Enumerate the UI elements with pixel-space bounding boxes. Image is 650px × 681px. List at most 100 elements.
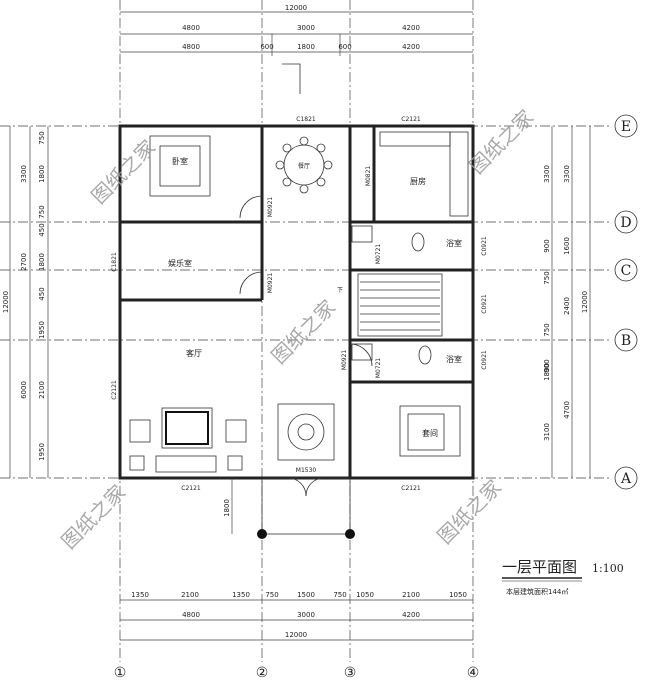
axis-bubble-D: D	[620, 215, 631, 231]
dim-left-r2-3: 6000	[20, 381, 28, 399]
dim-left-r1-5: 1800	[38, 253, 46, 271]
dim-bot-r1-3: 1350	[232, 591, 250, 599]
dim-top-r3-3: 1800	[297, 43, 315, 51]
dim-bot-r2-3: 4200	[402, 611, 420, 619]
axis-bubble-1: ①	[114, 665, 127, 681]
dim-right-r1-2: 900	[543, 239, 551, 252]
axis-bubble-C: C	[621, 263, 632, 279]
dim-top-r2-1: 4800	[182, 24, 200, 32]
dim-left-r1-4: 450	[38, 223, 46, 236]
watermark-4: 图纸之家	[57, 480, 131, 554]
opening-tags: C1821 C2121 C1821 C2121 C2121 C2121 M092…	[111, 116, 488, 492]
tag-c2121-bottom-right: C2121	[401, 485, 421, 492]
dim-right-r1-5: 750	[543, 323, 551, 336]
tag-c0921-a: C0921	[481, 236, 488, 256]
door-swing-bedroom	[239, 195, 263, 219]
dim-left-r2-2: 2700	[20, 253, 28, 271]
tag-m0921-c: M0921	[341, 350, 348, 371]
dim-right-r2-2: 1600	[563, 237, 571, 255]
top-dimensions: 12000 4800 3000 4200 4800 600 1800 600 4…	[120, 4, 473, 56]
watermark-5: 图纸之家	[433, 475, 507, 549]
tag-m1530: M1530	[296, 467, 317, 474]
door-swing-suite	[349, 343, 373, 367]
tag-m0721-b: M0721	[375, 358, 382, 379]
tag-c2121-bottom-left: C2121	[181, 485, 201, 492]
door-swing-entertainment	[239, 271, 263, 295]
dim-right-r1-4: 2400	[563, 297, 571, 315]
room-label-bedroom: 卧室	[172, 156, 188, 166]
dim-bot-r1-6: 750	[333, 591, 346, 599]
watermark-1: 图纸之家	[87, 135, 161, 209]
dim-top-total: 12000	[285, 4, 307, 12]
stair-down-label: 下	[337, 287, 343, 294]
porch-column-right	[345, 529, 355, 539]
dim-right-r2-4: 4700	[563, 401, 571, 419]
watermark-2: 图纸之家	[465, 105, 539, 179]
dim-left-r1-7: 1950	[38, 321, 46, 339]
tag-c0921-c: C0921	[481, 350, 488, 370]
tag-c1821-left: C1821	[111, 252, 118, 272]
tag-c0921-b: C0921	[481, 294, 488, 314]
watermarks: 图纸之家 图纸之家 图纸之家 图纸之家 图纸之家	[57, 105, 539, 554]
door-swing-m1530-left	[287, 477, 307, 497]
dim-top-r3-4: 600	[338, 43, 351, 51]
dim-left-r1-6: 450	[38, 287, 46, 300]
suite-bed	[399, 405, 461, 457]
dim-top-r3-1: 4800	[182, 43, 200, 51]
room-label-entertainment: 娱乐室	[168, 258, 192, 268]
dim-bot-r1-1: 1350	[131, 591, 149, 599]
tag-c1821-top: C1821	[296, 116, 316, 123]
room-label-suite: 套间	[422, 428, 438, 438]
dim-bot-r1-9: 1050	[449, 591, 467, 599]
living-room-sofa-set	[129, 407, 247, 473]
axis-bubbles: E D C B A ① ② ③ ④	[114, 114, 638, 681]
dim-bot-r2-1: 4800	[182, 611, 200, 619]
dining-table	[275, 136, 333, 194]
porch: 1800	[223, 477, 355, 539]
tag-c2121-left: C2121	[111, 380, 118, 400]
left-dimensions: 12000 3300 2700 6000 750 1800 750 450 18…	[2, 126, 49, 478]
room-label-bath-1: 浴室	[446, 238, 462, 248]
room-labels: 卧室 餐厅 厨房 娱乐室 浴室 浴室 客厅 套间 下	[168, 156, 462, 438]
dim-bot-r1-5: 1500	[297, 591, 315, 599]
dim-left-r1-2: 1800	[38, 165, 46, 183]
tag-c2121-top: C2121	[401, 116, 421, 123]
dim-top-r2-2: 3000	[297, 24, 315, 32]
dim-right-extra: 1800	[543, 363, 551, 381]
dim-right-total: 12000	[581, 291, 589, 313]
drawing-scale: 1:100	[592, 562, 624, 575]
entrance-marker	[282, 63, 301, 94]
room-label-living: 客厅	[186, 348, 202, 358]
stairs	[357, 273, 443, 337]
dim-right-r1-7: 3100	[543, 423, 551, 441]
axis-bubble-4: ④	[467, 665, 480, 681]
dim-top-r2-3: 4200	[402, 24, 420, 32]
dim-right-r2-1: 3300	[563, 165, 571, 183]
axis-bubble-E: E	[621, 119, 631, 135]
watermark-3: 图纸之家	[267, 295, 341, 369]
dim-top-r3-5: 4200	[402, 43, 420, 51]
dim-right-r1-6: 900	[543, 359, 551, 372]
dim-bot-r2-2: 3000	[297, 611, 315, 619]
dim-bot-total: 12000	[285, 631, 307, 639]
toilets	[351, 225, 432, 365]
door-swing-m1530-right	[305, 477, 325, 497]
dim-bot-r1-2: 2100	[181, 591, 199, 599]
dim-left-r2-1: 3300	[20, 165, 28, 183]
room-label-bath-2: 浴室	[446, 354, 462, 364]
dim-porch: 1800	[223, 499, 231, 517]
dim-top-r3-2: 600	[260, 43, 273, 51]
dim-bot-r1-4: 750	[265, 591, 278, 599]
right-dimensions: 3300 900 750 2400 750 900 3100 3300 1600…	[543, 126, 591, 478]
axis-bubble-3: ③	[344, 665, 357, 681]
dim-bot-r1-8: 2100	[402, 591, 420, 599]
dim-left-r1-9: 1950	[38, 443, 46, 461]
tag-m0821: M0821	[365, 166, 372, 187]
dim-left-r1-8: 2100	[38, 381, 46, 399]
porch-column-left	[257, 529, 267, 539]
area-note: 本层建筑面积144㎡	[506, 587, 568, 596]
axis-bubble-2: ②	[256, 665, 269, 681]
dim-left-total: 12000	[2, 291, 10, 313]
